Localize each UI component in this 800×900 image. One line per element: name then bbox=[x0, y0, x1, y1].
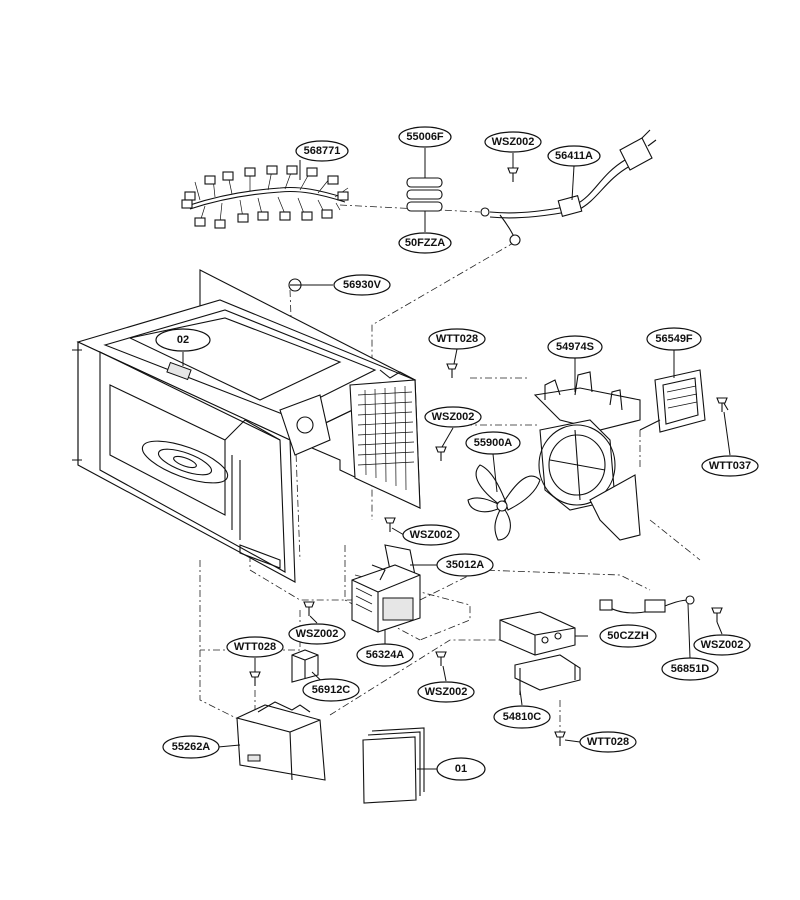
part-label-WSZ002-d: WSZ002 bbox=[288, 623, 346, 645]
part-label-WTT037: WTT037 bbox=[701, 455, 759, 477]
part-number: 54974S bbox=[556, 341, 594, 353]
part-label-WSZ002-top: WSZ002 bbox=[484, 131, 542, 153]
part-number: 56324A bbox=[366, 649, 405, 661]
part-number: WSZ002 bbox=[701, 639, 744, 651]
part-number: 568771 bbox=[304, 145, 341, 157]
part-number: 56851D bbox=[671, 663, 710, 675]
part-number: WTT028 bbox=[587, 736, 629, 748]
part-label-56324A: 56324A bbox=[356, 643, 414, 667]
part-number: WSZ002 bbox=[492, 136, 535, 148]
part-label-56549F: 56549F bbox=[646, 327, 702, 351]
part-label-56930V: 56930V bbox=[333, 274, 391, 296]
part-label-55262A: 55262A bbox=[162, 735, 220, 759]
power-cord bbox=[480, 129, 657, 246]
part-label-568771: 568771 bbox=[295, 140, 349, 162]
part-number: 54810C bbox=[503, 711, 542, 723]
fan-duct-assembly bbox=[533, 371, 641, 541]
part-label-WSZ002-f: WSZ002 bbox=[417, 681, 475, 703]
part-number: WSZ002 bbox=[410, 529, 453, 541]
screws bbox=[249, 363, 728, 746]
part-label-WSZ002-b: WSZ002 bbox=[424, 406, 482, 428]
part-number: 56912C bbox=[312, 684, 351, 696]
magnetron bbox=[351, 544, 421, 633]
part-label-54810C: 54810C bbox=[493, 705, 551, 729]
part-label-50FZZA: 50FZZA bbox=[398, 232, 452, 254]
fan-blade bbox=[467, 464, 541, 541]
fuse-holder bbox=[291, 649, 319, 683]
part-number: 56930V bbox=[343, 279, 382, 291]
part-number: WTT028 bbox=[436, 333, 478, 345]
wire-harness bbox=[181, 165, 349, 229]
part-number: 55006F bbox=[406, 131, 444, 143]
fan-motor bbox=[639, 369, 729, 433]
base-plate bbox=[236, 701, 326, 781]
owners-manual bbox=[362, 727, 425, 804]
part-label-01: 01 bbox=[436, 757, 486, 781]
part-number: WSZ002 bbox=[425, 686, 468, 698]
part-label-56912C: 56912C bbox=[302, 678, 360, 702]
part-label-WTT028-c: WTT028 bbox=[579, 731, 637, 753]
oven-cavity-frame bbox=[72, 269, 421, 583]
part-number: 55262A bbox=[172, 741, 211, 753]
part-label-35012A: 35012A bbox=[436, 553, 494, 577]
diode bbox=[599, 595, 695, 614]
part-number: WTT028 bbox=[234, 641, 276, 653]
screw-wsz002-top bbox=[507, 167, 519, 182]
part-label-WTT028-b: WTT028 bbox=[226, 636, 284, 658]
part-label-55900A: 55900A bbox=[465, 431, 521, 455]
part-label-02: 02 bbox=[155, 328, 211, 352]
part-number: 50FZZA bbox=[405, 237, 445, 249]
part-label-56411A: 56411A bbox=[547, 145, 601, 167]
part-number: 50CZZH bbox=[607, 630, 649, 642]
capacitor-bracket bbox=[514, 654, 581, 695]
leader-lines bbox=[182, 148, 731, 770]
capacitor bbox=[499, 611, 576, 656]
part-number: 56411A bbox=[555, 150, 593, 162]
part-number: 35012A bbox=[446, 559, 485, 571]
part-label-54974S: 54974S bbox=[547, 335, 603, 359]
part-number: 02 bbox=[177, 334, 189, 346]
part-label-WTT028-a: WTT028 bbox=[428, 328, 486, 350]
part-number: WTT037 bbox=[709, 460, 751, 472]
part-number: WSZ002 bbox=[296, 628, 339, 640]
part-label-56851D: 56851D bbox=[661, 657, 719, 681]
part-number: 55900A bbox=[474, 437, 513, 449]
part-number: WSZ002 bbox=[432, 411, 475, 423]
part-label-50CZZH: 50CZZH bbox=[599, 624, 657, 648]
part-number: 01 bbox=[455, 763, 467, 775]
fuses bbox=[406, 177, 443, 212]
part-number: 56549F bbox=[655, 333, 693, 345]
part-label-55006F: 55006F bbox=[398, 126, 452, 148]
part-label-WSZ002-e: WSZ002 bbox=[693, 634, 751, 656]
part-label-WSZ002-c: WSZ002 bbox=[402, 524, 460, 546]
